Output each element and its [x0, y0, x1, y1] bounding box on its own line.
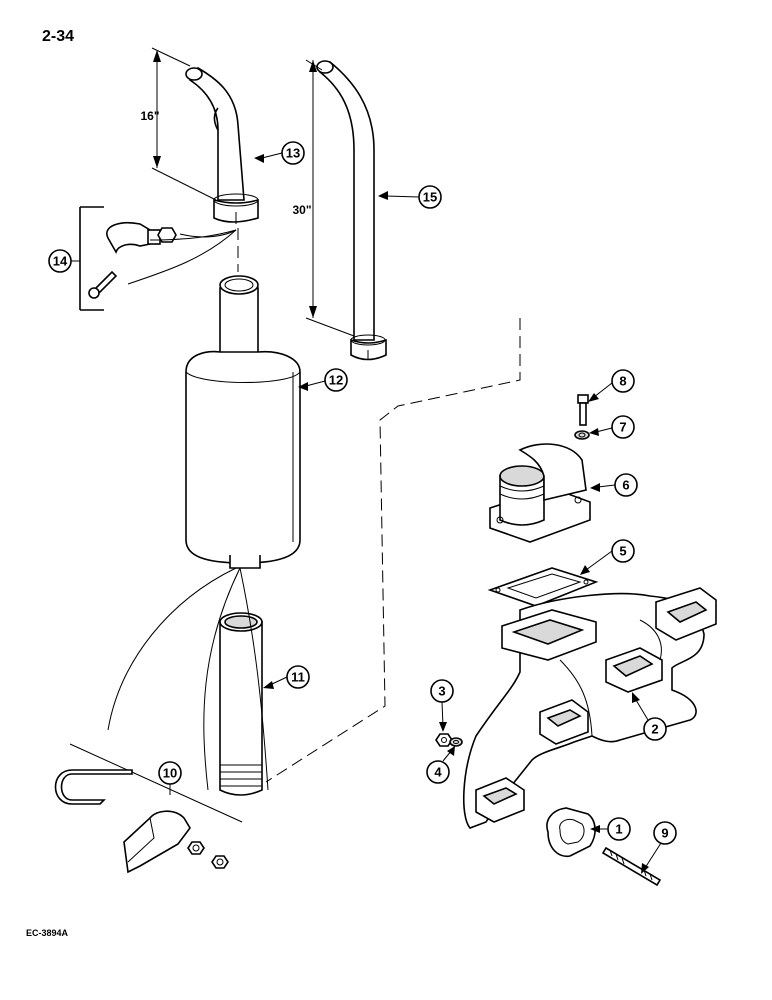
leader-muffler-to-pipe-right [239, 567, 269, 791]
leader-7 [595, 427, 613, 433]
manifold-washer [449, 737, 463, 747]
callout-12: 12 [324, 368, 348, 392]
svg-text:9: 9 [661, 826, 668, 841]
callout-14: 14 [48, 249, 72, 273]
callout-4: 4 [426, 760, 450, 784]
svg-text:12: 12 [329, 373, 343, 388]
callout-13: 13 [281, 141, 305, 165]
leader-9 [644, 842, 662, 869]
short-exhaust-stack [185, 66, 259, 224]
leader-2 [635, 699, 649, 721]
svg-text:5: 5 [619, 544, 626, 559]
tail-pipe [219, 612, 263, 796]
callout-15: 15 [418, 185, 442, 209]
manifold-nut [435, 733, 453, 747]
exhaust-manifold [462, 587, 717, 829]
svg-text:14: 14 [53, 254, 68, 269]
dimension-30-label: 30" [292, 203, 311, 217]
callout-6: 6 [614, 473, 638, 497]
gasket [487, 567, 599, 607]
lock-washer [574, 430, 590, 440]
callout-5: 5 [611, 539, 635, 563]
clamp-assembly [79, 206, 237, 311]
leader-12 [305, 380, 326, 387]
callout-3: 3 [430, 679, 454, 703]
u-bolt-clamp-assembly [54, 743, 243, 874]
long-exhaust-stack [316, 60, 387, 361]
stud [601, 846, 662, 887]
callout-9: 9 [653, 821, 677, 845]
page-number: 2-34 [42, 28, 75, 45]
dimension-16-inch: 16" [140, 47, 217, 201]
flange-gasket [546, 807, 596, 857]
callout-10: 10 [158, 761, 182, 785]
svg-text:10: 10 [163, 766, 177, 781]
leader-5 [585, 550, 613, 571]
dimension-16-label: 16" [140, 109, 159, 123]
svg-text:15: 15 [423, 190, 437, 205]
svg-text:8: 8 [619, 374, 626, 389]
leader-muffler-to-clamp [107, 567, 237, 731]
dimension-30-inch: 30" [292, 59, 355, 337]
leader-8 [593, 382, 613, 398]
callout-7: 7 [611, 415, 635, 439]
svg-text:13: 13 [286, 146, 300, 161]
svg-text:7: 7 [619, 420, 626, 435]
svg-text:3: 3 [438, 684, 445, 699]
figure-code: EC-3894A [26, 928, 69, 938]
callout-8: 8 [611, 369, 635, 393]
muffler [185, 275, 301, 569]
callout-1: 1 [607, 817, 631, 841]
bolt [577, 394, 589, 426]
leader-11 [269, 676, 288, 686]
leader-muffler-to-pipe [203, 567, 241, 791]
elbow-adapter [489, 443, 591, 543]
callout-11: 11 [286, 665, 310, 689]
svg-text:4: 4 [434, 765, 442, 780]
svg-text:2: 2 [651, 722, 658, 737]
callout-2: 2 [643, 717, 667, 741]
leader-13 [261, 152, 283, 159]
svg-text:6: 6 [622, 478, 629, 493]
svg-text:11: 11 [291, 670, 305, 685]
svg-text:1: 1 [615, 822, 622, 837]
leader-15 [385, 195, 420, 198]
centerline-manifold-to-tailpipe [265, 318, 521, 783]
leader-6 [597, 484, 616, 488]
